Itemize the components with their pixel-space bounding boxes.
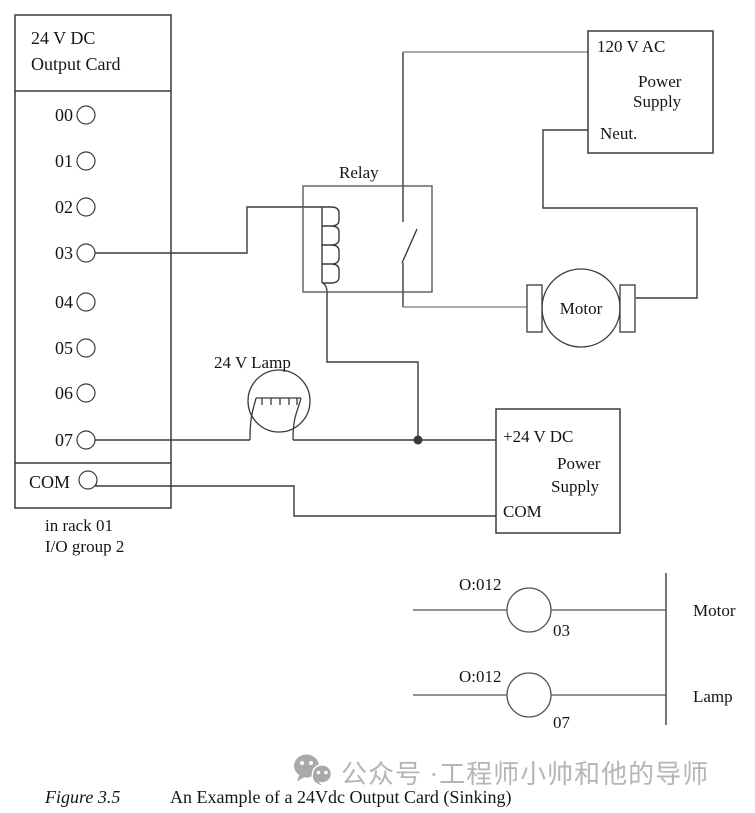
- relay-label: Relay: [339, 163, 379, 182]
- terminal-circle-03: [76, 243, 96, 263]
- rung-2-address: O:012: [459, 667, 502, 686]
- relay-coil: [321, 206, 340, 284]
- wechat-icon-eye: [324, 770, 328, 775]
- terminal-label-05: 05: [55, 338, 73, 358]
- terminal-label-com: COM: [29, 472, 71, 492]
- card-title-line2: Output Card: [31, 54, 121, 74]
- rung-1-address: O:012: [459, 575, 502, 594]
- motor-terminal-left: [526, 284, 543, 333]
- terminal-circle-com: [78, 470, 98, 490]
- ac-supply-supply: Supply: [633, 92, 682, 111]
- terminal-circles: [76, 105, 98, 490]
- dc-supply-com: COM: [503, 502, 542, 521]
- watermark-text: 公众号 ·工程师小帅和他的导师: [341, 760, 710, 789]
- ac-supply-box: [587, 30, 714, 154]
- terminal-circle-06: [76, 383, 96, 403]
- motor-label: Motor: [559, 299, 603, 318]
- terminal-circle-00: [76, 105, 96, 125]
- dc-supply-voltage: +24 V DC: [503, 427, 574, 446]
- card-footnote-line2: I/O group 2: [45, 537, 125, 556]
- terminal-circle-01: [76, 151, 96, 171]
- rung-2-device: Lamp: [693, 687, 733, 706]
- ladder-logic: [413, 573, 667, 725]
- terminal-circle-04: [76, 292, 96, 312]
- wire-03-to-relay-coil: [95, 206, 322, 254]
- wire-neutral-to-motor: [542, 129, 698, 299]
- junction-dot: [413, 435, 423, 445]
- lamp-filament: [249, 397, 302, 441]
- dc-supply-box: [495, 408, 621, 534]
- wechat-icon: [294, 754, 333, 789]
- relay-symbol: [302, 185, 433, 293]
- motor-terminal-right: [619, 284, 636, 333]
- ac-supply-neutral: Neut.: [600, 124, 638, 143]
- ac-supply-voltage: 120 V AC: [597, 37, 666, 56]
- card-title-line1: 24 V DC: [31, 28, 96, 48]
- lamp-label: 24 V Lamp: [214, 353, 291, 372]
- relay-box: [302, 185, 433, 293]
- dc-supply-supply: Supply: [551, 477, 600, 496]
- wires: [95, 51, 698, 517]
- terminal-circle-05: [76, 338, 96, 358]
- wire-com-to-dc-supply: [95, 484, 496, 517]
- terminal-circle-07: [76, 430, 96, 450]
- terminal-label-06: 06: [55, 383, 73, 403]
- card-footnote-line1: in rack 01: [45, 516, 113, 535]
- wechat-icon-small-bubble: [311, 764, 333, 789]
- relay-contact-blade: [401, 228, 418, 264]
- caption-title: An Example of a 24Vdc Output Card (Sinki…: [170, 787, 512, 807]
- wire-coil-to-junction: [322, 282, 419, 440]
- motor-symbol: [526, 268, 636, 348]
- terminal-label-02: 02: [55, 197, 73, 217]
- output-card-symbol: [14, 14, 172, 509]
- caption-figure-number: Figure 3.5: [45, 787, 121, 807]
- rung-2-output-coil: [506, 672, 552, 718]
- output-card-box: [14, 14, 172, 509]
- lamp-symbol: [247, 369, 311, 441]
- rung-1-bit: 03: [553, 621, 570, 640]
- terminal-label-01: 01: [55, 151, 73, 171]
- terminal-circle-02: [76, 197, 96, 217]
- terminal-label-07: 07: [55, 430, 73, 450]
- dc-supply-power: Power: [557, 454, 601, 473]
- terminal-label-03: 03: [55, 243, 73, 263]
- terminal-label-00: 00: [55, 105, 73, 125]
- terminal-label-04: 04: [55, 292, 73, 312]
- wechat-icon-eye: [309, 761, 313, 765]
- rung-1-output-coil: [506, 587, 552, 633]
- rung-1-device: Motor: [693, 601, 736, 620]
- wechat-icon-eye: [300, 761, 304, 765]
- wechat-icon-eye: [316, 770, 321, 775]
- lamp-bulb-circle: [247, 369, 311, 433]
- rung-2-bit: 07: [553, 713, 570, 732]
- ac-supply-power: Power: [638, 72, 682, 91]
